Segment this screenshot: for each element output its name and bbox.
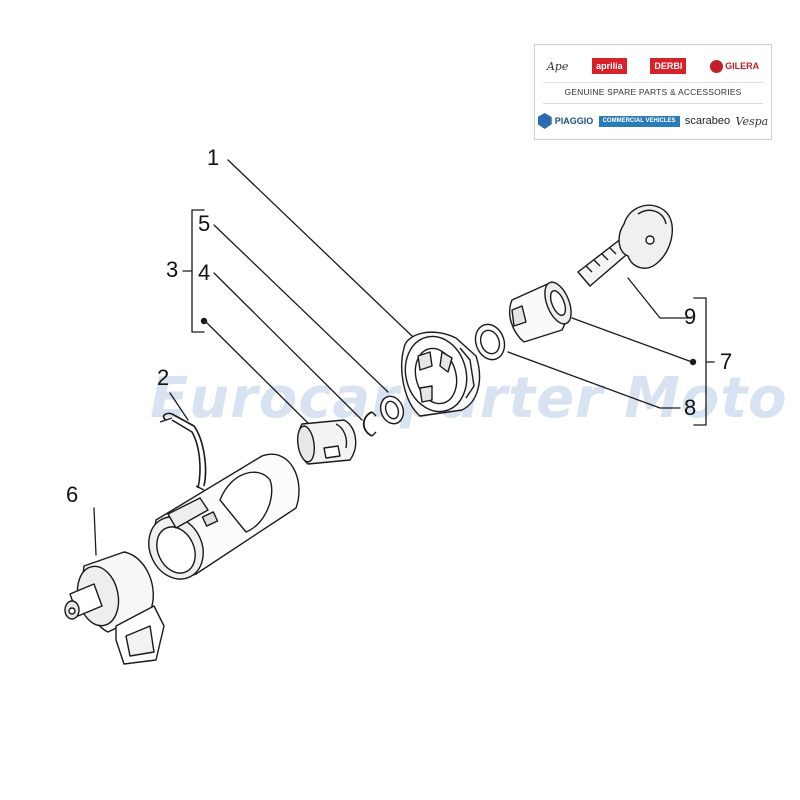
ape-logo: Ape (546, 59, 569, 73)
callout-2: 2 (157, 365, 170, 390)
gilera-logo: GILERA (710, 59, 760, 73)
part-7-lock-cylinder (508, 281, 572, 343)
part-4-circlip (362, 411, 377, 437)
leader-line-8 (507, 351, 681, 409)
vespa-logo: Vespa (735, 114, 769, 128)
leader-lines (93, 159, 693, 556)
part-6-ignition-switch (64, 551, 165, 665)
leader-line-3 (204, 320, 316, 431)
derbi-logo: DERBI (650, 58, 687, 74)
leader-line-1 (227, 159, 413, 337)
leader-line-7 (571, 317, 693, 363)
callout-9: 9 (684, 304, 697, 329)
brand-tagline: GENUINE SPARE PARTS & ACCESSORIES (564, 87, 742, 97)
callout-7: 7 (720, 349, 733, 374)
brand-divider-top (543, 82, 763, 83)
leader-line-6 (93, 507, 97, 556)
part-3-latch (296, 419, 357, 465)
piaggio-text: PIAGGIO (554, 116, 594, 126)
brand-row-top: Ape aprilia DERBI GILERA (535, 53, 771, 79)
part-2-spring-clip (159, 412, 207, 491)
part-tube-housing (148, 453, 300, 580)
callout-5: 5 (198, 211, 211, 236)
gilera-text: GILERA (725, 61, 760, 71)
bullet-dot-left (200, 317, 208, 325)
aprilia-logo: aprilia (592, 58, 627, 74)
leader-line-4 (213, 272, 363, 421)
piaggio-logo: PIAGGIO (537, 113, 594, 129)
callout-8: 8 (684, 395, 697, 420)
leader-line-9 (627, 277, 693, 319)
part-8-o-ring (474, 323, 506, 361)
bullet-dot-right (689, 358, 697, 366)
brand-logo-panel: Ape aprilia DERBI GILERA GENUINE SPARE P… (534, 44, 772, 140)
leader-line-2 (169, 392, 189, 421)
brand-divider-bottom (543, 103, 763, 104)
callout-6: 6 (66, 482, 79, 507)
piaggio-shield-icon (537, 113, 552, 129)
brand-row-bottom: PIAGGIO COMMERCIAL VEHICLES scarabeo Ves… (535, 109, 771, 133)
scarabeo-logo: scarabeo (684, 115, 731, 127)
commercial-vehicles-logo: COMMERCIAL VEHICLES (598, 115, 680, 127)
part-5-ring (379, 395, 405, 425)
callout-1: 1 (207, 145, 220, 170)
callout-3: 3 (166, 257, 179, 282)
callout-4: 4 (198, 260, 211, 285)
gilera-emblem-icon (710, 59, 724, 73)
part-1-lock-housing (401, 331, 481, 417)
leader-line-5 (213, 224, 389, 393)
part-9-key (577, 204, 673, 287)
